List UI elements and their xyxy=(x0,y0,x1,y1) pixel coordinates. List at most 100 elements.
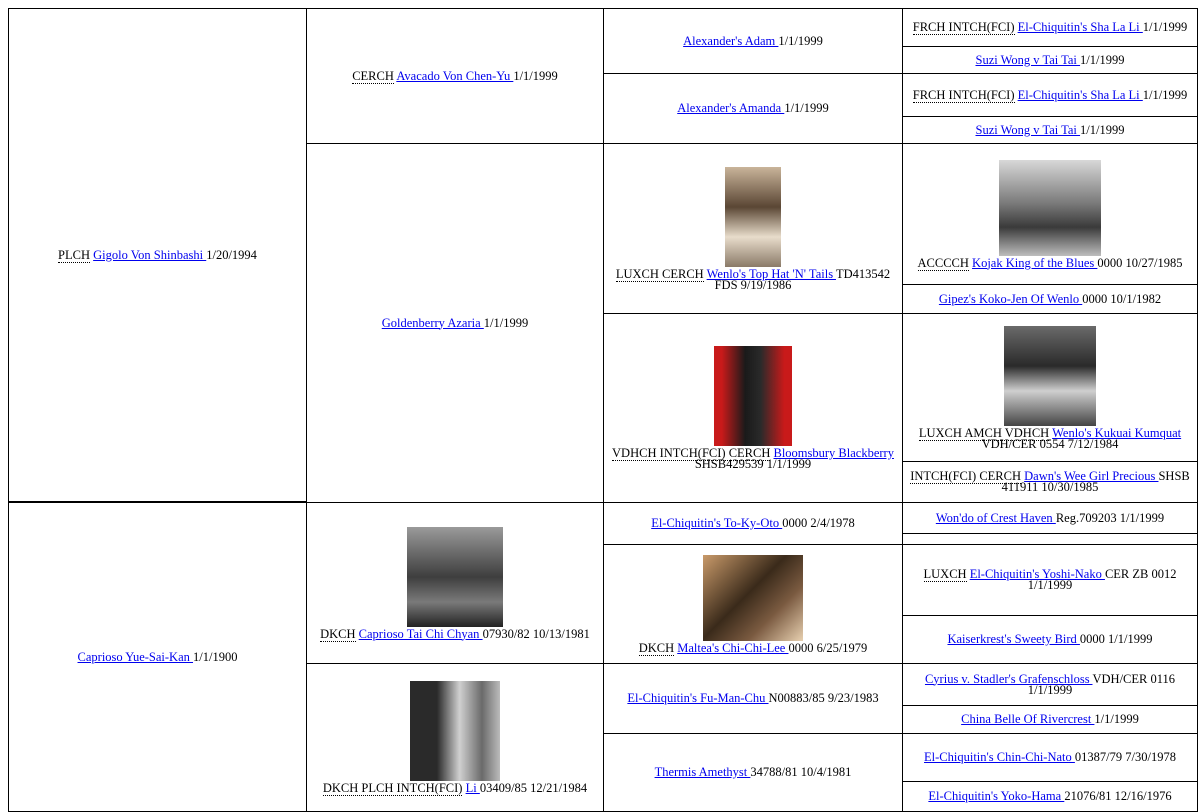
dog-name-link[interactable]: Thermis Amethyst xyxy=(654,765,751,779)
pedigree-cell: Cyrius v. Stadler's Grafenschloss VDH/CE… xyxy=(902,663,1198,706)
dog-info: SHSB 411911 10/30/1985 xyxy=(1001,469,1190,494)
champion-title: LUXCH xyxy=(923,567,967,582)
dog-info: 0000 10/1/1982 xyxy=(1082,291,1162,306)
champion-title: DKCH PLCH INTCH(FCI) xyxy=(322,781,463,796)
dog-name-link[interactable]: Maltea's Chi-Chi-Lee xyxy=(677,640,789,655)
dog-photo[interactable] xyxy=(1004,325,1096,426)
dog-info: 0000 2/4/1978 xyxy=(782,516,855,530)
dog-name-link[interactable]: El-Chiquitin's Yoshi-Nako xyxy=(969,567,1105,581)
dog-name-link[interactable]: Goldenberry Azaria xyxy=(381,315,484,330)
dog-photo[interactable] xyxy=(725,166,781,267)
dog-name-link[interactable]: El-Chiquitin's Sha La Li xyxy=(1017,20,1143,34)
dog-entry: Suzi Wong v Tai Tai 1/1/1999 xyxy=(974,52,1127,67)
dog-entry: INTCH(FCI) CERCH Dawn's Wee Girl Preciou… xyxy=(903,469,1197,494)
dog-info: 0000 10/27/1985 xyxy=(1097,255,1183,270)
pedigree-cell: China Belle Of Rivercrest 1/1/1999 xyxy=(902,705,1198,734)
pedigree-cell: El-Chiquitin's Fu-Man-Chu N00883/85 9/23… xyxy=(603,663,903,734)
dog-name-link[interactable]: Caprioso Tai Chi Chyan xyxy=(358,626,483,641)
dog-name-link[interactable]: Kaiserkrest's Sweety Bird xyxy=(947,632,1080,646)
pedigree-cell: Thermis Amethyst 34788/81 10/4/1981 xyxy=(603,733,903,812)
champion-title: LUXCH CERCH xyxy=(615,266,704,282)
dog-photo[interactable] xyxy=(714,346,792,446)
dog-entry: DKCH PLCH INTCH(FCI) Li 03409/85 12/21/1… xyxy=(321,781,589,796)
dog-photo[interactable] xyxy=(410,681,500,781)
dog-name-link[interactable]: China Belle Of Rivercrest xyxy=(961,712,1095,726)
dog-name-link[interactable]: El-Chiquitin's Yoko-Hama xyxy=(928,789,1065,803)
dog-info: 1/20/1994 xyxy=(206,247,257,262)
dog-info: 34788/81 10/4/1981 xyxy=(750,765,852,779)
dog-name-link[interactable]: Alexander's Adam xyxy=(683,33,779,48)
pedigree-cell: Goldenberry Azaria 1/1/1999 xyxy=(306,143,604,503)
dog-info: 1/1/1999 xyxy=(1080,52,1125,67)
dog-info: 1/1/1999 xyxy=(513,68,558,83)
pedigree-cell: CERCH Avacado Von Chen-Yu 1/1/1999 xyxy=(306,8,604,144)
dog-name-link[interactable]: Caprioso Yue-Sai-Kan xyxy=(77,649,194,664)
dog-info: 1/1/1999 xyxy=(1142,20,1188,34)
dog-name-link[interactable]: Wenlo's Kukuai Kumquat xyxy=(1052,425,1182,440)
dog-entry: China Belle Of Rivercrest 1/1/1999 xyxy=(959,712,1141,726)
dog-entry: LUXCH AMCH VDHCH Wenlo's Kukuai Kumquat … xyxy=(903,425,1197,450)
dog-name-link[interactable]: Avacado Von Chen-Yu xyxy=(396,68,514,83)
dog-name-link[interactable]: Gipez's Koko-Jen Of Wenlo xyxy=(938,291,1083,306)
dog-name-link[interactable]: El-Chiquitin's Chin-Chi-Nato xyxy=(924,750,1075,764)
dog-info: 1/1/1999 xyxy=(778,33,823,48)
champion-title: PLCH xyxy=(58,247,90,263)
dog-info: 07930/82 10/13/1981 xyxy=(482,626,590,641)
dog-info: 1/1/1999 xyxy=(483,315,529,330)
pedigree-cell: Suzi Wong v Tai Tai 1/1/1999 xyxy=(902,116,1198,144)
dog-name-link[interactable]: Wenlo's Top Hat 'N' Tails xyxy=(706,266,836,281)
dog-entry: LUXCH CERCH Wenlo's Top Hat 'N' Tails TD… xyxy=(604,266,902,291)
dog-info: 03409/85 12/21/1984 xyxy=(479,781,588,795)
dog-entry: Alexander's Amanda 1/1/1999 xyxy=(675,101,831,115)
pedigree-cell: LUXCH El-Chiquitin's Yoshi-Nako CER ZB 0… xyxy=(902,544,1198,616)
dog-entry: DKCH Caprioso Tai Chi Chyan 07930/82 10/… xyxy=(318,626,592,642)
dog-entry: El-Chiquitin's Yoko-Hama 21076/81 12/16/… xyxy=(926,789,1173,803)
dog-info: 0000 1/1/1999 xyxy=(1079,632,1153,646)
pedigree-cell: Gipez's Koko-Jen Of Wenlo 0000 10/1/1982 xyxy=(902,284,1198,314)
dog-entry: Caprioso Yue-Sai-Kan 1/1/1900 xyxy=(76,649,240,664)
dog-name-link[interactable]: Bloomsbury Blackberry xyxy=(773,446,894,460)
dog-info: Reg.709203 1/1/1999 xyxy=(1055,510,1165,525)
pedigree-cell: FRCH INTCH(FCI) El-Chiquitin's Sha La Li… xyxy=(902,8,1198,47)
dog-photo[interactable] xyxy=(703,554,803,641)
champion-title: LUXCH AMCH VDHCH xyxy=(918,425,1050,441)
pedigree-cell: Alexander's Amanda 1/1/1999 xyxy=(603,73,903,144)
dog-entry: FRCH INTCH(FCI) El-Chiquitin's Sha La Li… xyxy=(911,20,1190,35)
dog-name-link[interactable]: El-Chiquitin's Fu-Man-Chu xyxy=(627,691,769,705)
dog-name-link[interactable]: Suzi Wong v Tai Tai xyxy=(975,122,1081,137)
dog-info: SHSB429539 1/1/1999 xyxy=(694,457,812,471)
dog-info: 1/1/1999 xyxy=(1142,87,1188,102)
champion-title: FRCH INTCH(FCI) xyxy=(912,20,1015,35)
dog-info: N00883/85 9/23/1983 xyxy=(768,691,879,705)
dog-name-link[interactable]: Kojak King of the Blues xyxy=(972,255,1098,270)
dog-entry: VDHCH INTCH(FCI) CERCH Bloomsbury Blackb… xyxy=(604,446,902,471)
dog-info: 21076/81 12/16/1976 xyxy=(1064,789,1172,803)
pedigree-cell: El-Chiquitin's Chin-Chi-Nato 01387/79 7/… xyxy=(902,733,1198,782)
champion-title: ACCCCH xyxy=(917,255,969,271)
pedigree-cell: Caprioso Yue-Sai-Kan 1/1/1900 xyxy=(8,502,307,812)
dog-name-link[interactable]: Won'do of Crest Haven xyxy=(935,510,1056,525)
pedigree-cell: LUXCH CERCH Wenlo's Top Hat 'N' Tails TD… xyxy=(603,143,903,314)
dog-name-link[interactable]: Cyrius v. Stadler's Grafenschloss xyxy=(924,671,1093,686)
pedigree-cell: Kaiserkrest's Sweety Bird 0000 1/1/1999 xyxy=(902,615,1198,664)
dog-info: 1/1/1900 xyxy=(193,649,238,664)
dog-photo[interactable] xyxy=(407,526,503,627)
champion-title: CERCH xyxy=(352,68,394,84)
dog-name-link[interactable]: Alexander's Amanda xyxy=(677,101,785,115)
dog-name-link[interactable]: Li xyxy=(465,781,480,795)
dog-photo[interactable] xyxy=(999,159,1101,256)
champion-title: INTCH(FCI) CERCH xyxy=(910,469,1022,484)
dog-name-link[interactable]: El-Chiquitin's To-Ky-Oto xyxy=(651,516,783,530)
dog-entry: El-Chiquitin's Chin-Chi-Nato 01387/79 7/… xyxy=(922,750,1178,764)
dog-name-link[interactable]: El-Chiquitin's Sha La Li xyxy=(1017,87,1143,102)
pedigree-cell: FRCH INTCH(FCI) El-Chiquitin's Sha La Li… xyxy=(902,73,1198,117)
dog-name-link[interactable]: Dawn's Wee Girl Precious xyxy=(1024,469,1159,483)
pedigree-cell: Alexander's Adam 1/1/1999 xyxy=(603,8,903,74)
dog-name-link[interactable]: Gigolo Von Shinbashi xyxy=(93,247,207,262)
dog-entry: ACCCCH Kojak King of the Blues 0000 10/2… xyxy=(916,255,1185,271)
dog-info: 1/1/1999 xyxy=(1094,712,1139,726)
dog-entry: Won'do of Crest Haven Reg.709203 1/1/199… xyxy=(934,510,1166,525)
dog-info: 01387/79 7/30/1978 xyxy=(1074,750,1176,764)
dog-name-link[interactable]: Suzi Wong v Tai Tai xyxy=(975,52,1081,67)
pedigree-cell: El-Chiquitin's Yoko-Hama 21076/81 12/16/… xyxy=(902,781,1198,812)
